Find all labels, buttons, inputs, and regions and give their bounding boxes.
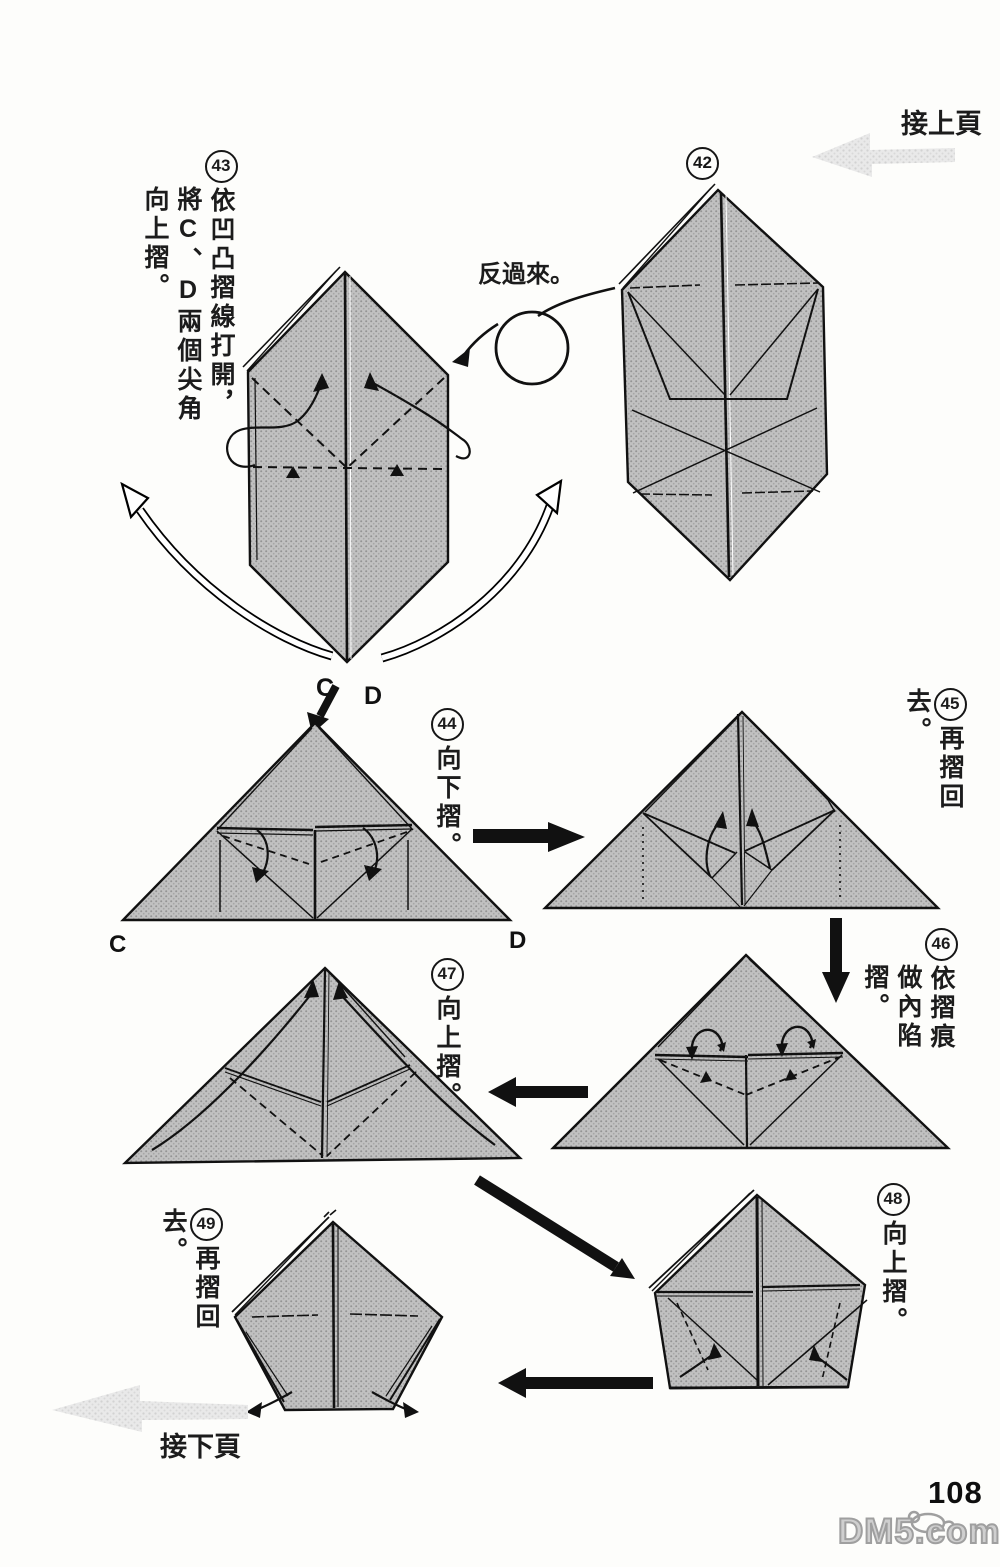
step-48-caption: 48向上摺。 [876, 1183, 910, 1343]
flow-arrow-47-48 [474, 1175, 635, 1279]
corner-label-d2: D [509, 927, 526, 954]
step-42-diagram [618, 183, 829, 582]
step-48-number: 48 [876, 1183, 910, 1216]
flip-over-arrow-icon [452, 286, 616, 386]
corner-label-d: D [364, 682, 382, 710]
step-46-number: 46 [924, 928, 958, 961]
step-43-number: 43 [204, 150, 238, 183]
step-47-diagram [122, 966, 523, 1165]
step-44-diagram: C D [109, 721, 526, 955]
watermark: DM5.com [837, 1511, 1000, 1552]
step-45-caption: 45再摺回去。 [900, 688, 967, 858]
flow-arrow-44-45 [473, 822, 585, 852]
step-48-diagram [648, 1189, 868, 1390]
step-43-diagram: C D [120, 266, 563, 734]
prev-page-arrow-icon [812, 133, 955, 177]
mouse-doodle-icon [907, 1510, 955, 1534]
step-49-diagram [231, 1209, 444, 1418]
step-46-caption: 46依摺痕 做內陷摺。 [858, 928, 958, 1098]
step-49-caption: 49再摺回去。 [156, 1208, 223, 1388]
prev-page-label: 接上頁 [901, 109, 982, 139]
next-page-label: 接下頁 [160, 1432, 241, 1462]
step-43-caption: 43依凹凸摺線打開， 將C、D兩個尖角 向上摺。 [138, 150, 238, 495]
step-45-diagram [542, 710, 941, 1003]
step-42-number: 42 [686, 147, 719, 180]
step-44-number: 44 [430, 708, 464, 741]
step-49-number: 49 [189, 1208, 223, 1241]
flow-arrow-46-47 [488, 1077, 588, 1107]
step-46-diagram [550, 953, 951, 1150]
flow-arrow-48-49 [498, 1368, 653, 1398]
page-number: 108 [928, 1475, 983, 1510]
corner-label-c2: C [109, 931, 126, 955]
step-44-caption: 44向下摺。 [430, 708, 464, 868]
step-45-number: 45 [933, 688, 967, 721]
flip-over-label: 反過來。 [478, 261, 574, 288]
step-47-number: 47 [430, 958, 464, 991]
flow-arrow-45-46 [822, 918, 850, 1003]
next-page-arrow-icon [52, 1385, 248, 1432]
